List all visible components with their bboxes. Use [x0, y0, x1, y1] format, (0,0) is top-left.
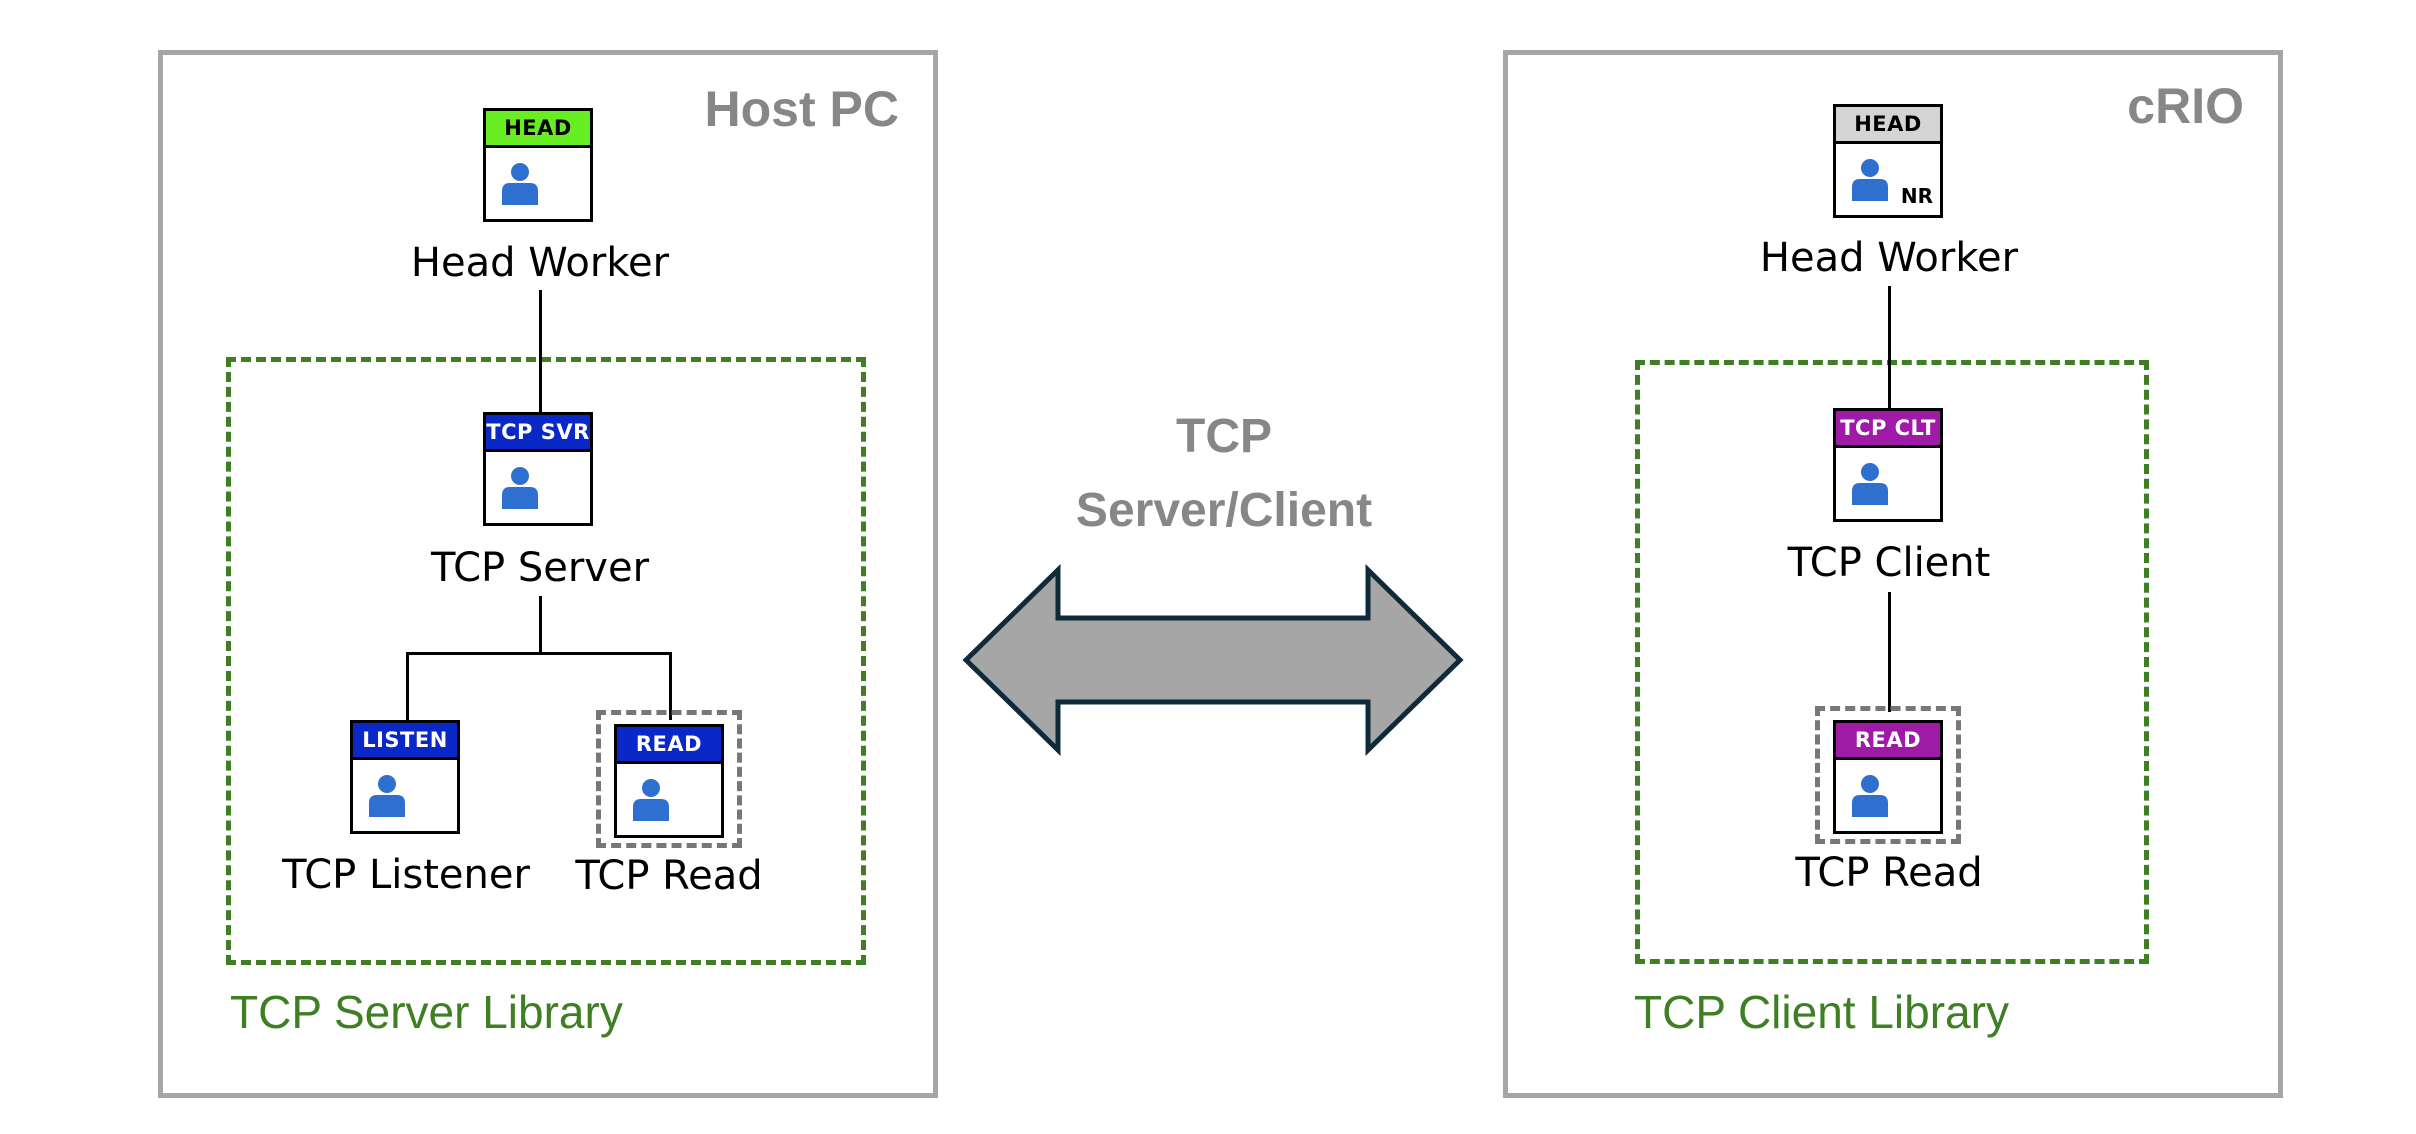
host-tcp-read-badge: READ	[617, 727, 721, 764]
person-icon	[502, 163, 538, 205]
crio-head-worker-icon[interactable]: HEAD NR	[1833, 104, 1943, 218]
tcp-listener-icon[interactable]: LISTEN	[350, 720, 460, 834]
crio-head-badge: HEAD	[1836, 107, 1940, 144]
connection-label-line2: Server/Client	[1075, 484, 1373, 537]
crio-head-nr-tag: NR	[1900, 184, 1933, 208]
connector-server-branch	[406, 652, 672, 655]
host-head-worker-label: Head Worker	[410, 240, 670, 286]
tcp-read-selection-box	[596, 710, 742, 848]
crio-tcp-read-label: TCP Read	[1795, 850, 1983, 896]
person-icon	[1852, 775, 1888, 817]
tcp-client-label: TCP Client	[1787, 540, 1991, 586]
connector-client-to-read	[1888, 592, 1891, 712]
connector-head-to-server	[539, 290, 542, 412]
person-icon	[369, 775, 405, 817]
host-tcp-read-icon[interactable]: READ	[614, 724, 724, 838]
connector-to-listener	[406, 652, 409, 720]
crio-title: cRIO	[2127, 78, 2244, 134]
crio-panel: cRIO	[1503, 50, 2283, 1098]
host-tcp-read-label: TCP Read	[575, 853, 763, 899]
tcp-server-label: TCP Server	[430, 545, 650, 591]
host-pc-panel: Host PC	[158, 50, 938, 1098]
tcp-client-library-label: TCP Client Library	[1634, 986, 2009, 1038]
tcp-server-icon[interactable]: TCP SVR	[483, 412, 593, 526]
crio-tcp-read-badge: READ	[1836, 723, 1940, 760]
tcp-server-library-label: TCP Server Library	[230, 986, 623, 1038]
tcp-client-icon[interactable]: TCP CLT	[1833, 408, 1943, 522]
host-head-worker-icon[interactable]: HEAD	[483, 108, 593, 222]
tcp-client-badge: TCP CLT	[1836, 411, 1940, 448]
connection-label-line1: TCP	[1176, 410, 1272, 463]
connector-to-read	[669, 652, 672, 720]
host-pc-title: Host PC	[704, 81, 899, 137]
person-icon	[1852, 463, 1888, 505]
tcp-listener-label: TCP Listener	[282, 852, 530, 898]
crio-tcp-read-icon[interactable]: READ	[1833, 720, 1943, 834]
tcp-server-library-box	[226, 357, 866, 965]
tcp-listener-badge: LISTEN	[353, 723, 457, 760]
crio-head-worker-label: Head Worker	[1759, 235, 2019, 281]
person-icon	[1852, 159, 1888, 201]
crio-tcp-read-selection-box	[1815, 706, 1961, 844]
double-arrow-icon	[962, 564, 1464, 756]
person-icon	[633, 779, 669, 821]
tcp-server-badge: TCP SVR	[486, 415, 590, 452]
host-head-badge: HEAD	[486, 111, 590, 148]
tcp-client-library-box	[1635, 360, 2149, 964]
person-icon	[502, 467, 538, 509]
connector-head-to-client	[1888, 286, 1891, 408]
connector-server-down	[539, 596, 542, 654]
